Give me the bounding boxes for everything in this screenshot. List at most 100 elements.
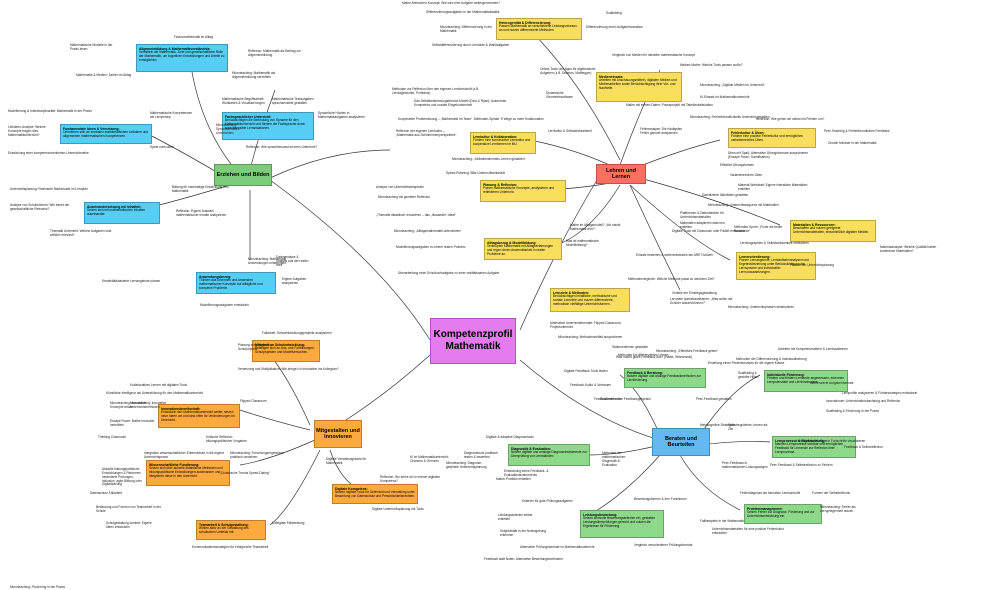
topic-label[interactable]: Peer-Feedback & Selbstreflexion zu Fehle… bbox=[770, 463, 833, 467]
topic-label[interactable]: Reflexion der eigenen Lernkultur – „Math… bbox=[396, 129, 457, 137]
card-materialien[interactable]: Materialien & Ressourcen:Beschaffen und … bbox=[790, 220, 876, 242]
topic-label[interactable]: Mathematische Kompetenzen als Lernprinzi… bbox=[150, 111, 193, 119]
topic-label[interactable]: Microteaching: „Digitale Medien im Unter… bbox=[700, 83, 765, 87]
topic-label[interactable]: Microteaching: Methodenvielfalt ausprobi… bbox=[558, 335, 623, 339]
topic-label[interactable]: Microteaching: Forschungsergebnisse prak… bbox=[230, 451, 284, 459]
topic-label[interactable]: Gamifizierte Aktivitäten gestalten bbox=[702, 193, 749, 197]
topic-label[interactable]: Entwicklung einer kompetenzorientierten … bbox=[8, 151, 89, 155]
topic-label[interactable]: Das Selbstbestimmungstheorie-Modell (Dec… bbox=[414, 99, 508, 107]
topic-label[interactable]: Kriterien für gute Prüfungsaufgaben bbox=[522, 499, 573, 503]
topic-label[interactable]: Microteaching: Innovative Unterrichtsmet… bbox=[130, 401, 167, 409]
topic-label[interactable]: Fallarbeit: Schulentwicklungsprojekte an… bbox=[262, 331, 332, 335]
topic-label[interactable]: Dynamische Geometriesoftware bbox=[546, 91, 573, 99]
topic-label[interactable]: Reflexion: Eigene Auswahl mathematischer… bbox=[176, 209, 227, 217]
topic-label[interactable]: Vernetzung und Multiplikation: Wie bring… bbox=[238, 367, 339, 371]
topic-label[interactable]: Analyse von Unterrichtsbeispielen bbox=[376, 185, 425, 189]
topic-label[interactable]: Speed-Planning: Blitz-Unterrichtsentwürf… bbox=[446, 171, 506, 175]
card-fundamentale-ideen[interactable]: Fundamentale Ideen & Vernetzung:Orientie… bbox=[60, 124, 152, 144]
card-anwendungsbezug[interactable]: Anwendungsbezug:Thinken das Erkennen und… bbox=[196, 272, 276, 294]
topic-label[interactable]: Microteaching: Mathematik Anwendungen un… bbox=[248, 257, 287, 265]
topic-label[interactable]: Variantenreiches Üben bbox=[730, 173, 763, 177]
topic-label[interactable]: „Thematik didaktisch reduzieren – das „I… bbox=[376, 213, 456, 217]
topic-label[interactable]: Bedeutung und Formen von Teamarbeit in d… bbox=[96, 505, 161, 513]
topic-label[interactable]: Microteaching mit gezielter Reflexion bbox=[378, 195, 431, 199]
topic-label[interactable]: Metakognitive Strategien bbox=[700, 423, 736, 427]
topic-label[interactable]: Digitale Tools mit Classroom oder Padlet… bbox=[672, 229, 746, 233]
topic-label[interactable]: Mathematik & Medien: Zahlen im Alltag bbox=[76, 73, 132, 77]
topic-label[interactable]: Kollaboratives Lernen mit digitalen Tool… bbox=[130, 383, 187, 387]
topic-label[interactable]: Entwicklung eines Feedback- & Evaluation… bbox=[504, 469, 549, 477]
topic-label[interactable]: Stationenlernen gestalten bbox=[612, 345, 649, 349]
topic-label[interactable]: Plattformen & Datenbanken für Unterricht… bbox=[680, 211, 724, 219]
topic-label[interactable]: Microteaching: „Effektives Feedback gebe… bbox=[656, 349, 719, 353]
node-beraten-und-beurteilen[interactable]: Beraten und Beurteilen bbox=[652, 428, 710, 456]
card-innovationsbereitschaft[interactable]: Innovationsbereitschaft:Entwickeln den M… bbox=[158, 404, 240, 428]
topic-label[interactable]: Kritische Reflexion bildungspolitischer … bbox=[206, 435, 247, 443]
topic-label[interactable]: Mathe-Portfolio erstellen bbox=[496, 477, 531, 481]
card-auseinandersetzung[interactable]: Auseinandersetzung mit Inhalten:Setzen s… bbox=[84, 202, 160, 224]
card-problemmanagement[interactable]: Problemmanagement:Setzen Fehler zur Diag… bbox=[744, 504, 822, 524]
topic-label[interactable]: Methoden-Spirale: 5 Wege zu mehr Kollabo… bbox=[474, 117, 544, 121]
topic-label[interactable]: Methodenvergleich: Welche Methode passt … bbox=[628, 277, 715, 281]
topic-label[interactable]: Schülerinnen im Feedbackgespräch bbox=[600, 397, 651, 401]
topic-label[interactable]: Finanzmathematik im Alltag bbox=[174, 35, 213, 39]
topic-label[interactable]: Sprachliche Hürden in Mathematikaufgaben… bbox=[318, 111, 365, 119]
topic-label[interactable]: Modellierungsaufgaben entwickeln bbox=[200, 303, 249, 307]
node-lehren-und-lernen[interactable]: Lehren und Lernen bbox=[596, 164, 646, 184]
topic-label[interactable]: Formen der Selbstreflexion bbox=[812, 491, 851, 495]
topic-label[interactable]: Üben mit Spaß: Alternative Übungsformate… bbox=[728, 151, 809, 159]
topic-label[interactable]: Eigene Aufgaben analysieren bbox=[282, 277, 307, 285]
topic-label[interactable]: Reflexion: Wo stehe ich in meiner digita… bbox=[380, 475, 441, 483]
topic-label[interactable]: Growth Mindset in der Mathematik bbox=[828, 141, 877, 145]
topic-label[interactable]: Microteaching: „Alltagsmathematik unterr… bbox=[394, 229, 462, 233]
card-lernziele-methoden[interactable]: Lernziele & Methoden:Berücksichtigen Inh… bbox=[550, 288, 630, 312]
topic-label[interactable]: Microteaching: Mathematik als Allgemeinb… bbox=[232, 71, 276, 79]
topic-label[interactable]: Thinking Classroom bbox=[98, 435, 127, 439]
topic-label[interactable]: Reflexion: Wie sprachbewusst ist mein Un… bbox=[246, 145, 318, 149]
topic-label[interactable]: Modellierung & Interdisziplinarität: Mat… bbox=[8, 109, 92, 113]
topic-label[interactable]: Mikroteaching: Fehler als Lerngelegenhei… bbox=[820, 505, 856, 513]
topic-label[interactable]: Mathe im Alltagsmodell? „Wo steckt Mathe… bbox=[570, 223, 621, 231]
card-medieneinsatz[interactable]: Medieneinsatz:Arbeiten mit Anschauungsmi… bbox=[596, 72, 682, 102]
topic-label[interactable]: Mathematische Modelle in der Praxis lese… bbox=[70, 43, 113, 51]
topic-label[interactable]: Peer-Feedback gestalten bbox=[696, 397, 732, 401]
topic-label[interactable]: Leistungskriterien selbst erstellen bbox=[498, 513, 533, 521]
topic-label[interactable]: Methoden der mathematischen Diagnostik &… bbox=[602, 451, 626, 467]
topic-label[interactable]: Digitale Unterrichtsplanung mit Tools bbox=[372, 507, 424, 511]
topic-label[interactable]: Vergleich von Medien für dieselbe mathem… bbox=[612, 53, 695, 57]
card-lernkultur[interactable]: Lernkultur & Kollaboration:Fördern eine … bbox=[470, 132, 536, 154]
topic-label[interactable]: Feedback & Selbstreflexion bbox=[844, 445, 883, 449]
topic-label[interactable]: Materialien adaptieren statt neu erstell… bbox=[680, 221, 725, 229]
topic-label[interactable]: Differenzierung durch Aufgabenvariation bbox=[586, 25, 643, 29]
topic-label[interactable]: Kreativitätsbasierte Lernangebote planen bbox=[102, 279, 161, 283]
card-planung-reflexion[interactable]: Planung & Reflexion:Planen mathematische… bbox=[480, 180, 566, 202]
card-alltagsbezug[interactable]: Alltagsbezug & Modellbildung:Verknüpfen … bbox=[484, 238, 562, 260]
card-heterogenitaet[interactable]: Heterogenität & Differenzierung:Passen M… bbox=[496, 18, 582, 40]
topic-label[interactable]: Bildung für nachhaltige Entwicklung und … bbox=[172, 185, 229, 193]
topic-label[interactable]: Material-Werkstatt: Eigene interaktive M… bbox=[738, 183, 808, 191]
card-leistungsbewertung[interactable]: Leistungsbewertung:Setzen sinnvolle Bewe… bbox=[580, 510, 664, 538]
topic-label[interactable]: Kollegiale Fallberatung bbox=[272, 521, 305, 525]
topic-label[interactable]: Reflexion: Mathematik als Beitrag zur Al… bbox=[248, 49, 301, 57]
card-wissenschaftliche-fundierung[interactable]: Wissenschaftliche Fundierung:Setzen sich… bbox=[146, 460, 230, 486]
topic-label[interactable]: Arbeiten mit Kompetenzrastern & Lernbaus… bbox=[778, 347, 848, 351]
topic-label[interactable]: Modellierungsaufgaben zu einem realen Pr… bbox=[396, 245, 466, 249]
node-mitgestalten-und-innovieren[interactable]: Mitgestalten und Innovieren bbox=[314, 420, 362, 448]
topic-label[interactable]: Digitale & adaptive Diagnosetools bbox=[486, 435, 534, 439]
topic-label[interactable]: Lernbiographien & Selbstwirksamkeit refl… bbox=[740, 241, 810, 245]
topic-label[interactable]: Bewertungsformen & ihre Funktionen bbox=[634, 497, 687, 501]
topic-label[interactable]: Datenschutz-Fallarbeit bbox=[90, 491, 122, 495]
topic-label[interactable]: differenzierte Aufgabenformate bbox=[810, 381, 854, 385]
card-feedback-beratung[interactable]: Feedback & Beratung:Nutzen digitale und … bbox=[624, 368, 706, 388]
card-allgemeinbildung[interactable]: Allgemeinbildung & Mathematikverständnis… bbox=[136, 44, 228, 72]
topic-label[interactable]: Microteaching: Sprachsensibles Unterrich… bbox=[216, 123, 240, 135]
topic-label[interactable]: Scaffolding & gestufte Hilfen bbox=[738, 371, 759, 379]
topic-label[interactable]: Microteaching: „Selbstbestimmtes Lernen … bbox=[452, 157, 526, 161]
topic-label[interactable]: Selbstreguliertes Lernen als Ziel bbox=[728, 423, 768, 431]
topic-label[interactable]: Online-Tools und Apps für algebraische A… bbox=[540, 67, 596, 75]
topic-label[interactable]: Was ist mathematische Modellbildung? bbox=[566, 239, 599, 247]
topic-label[interactable]: Mathematische Textaufgaben sprachsensibe… bbox=[272, 97, 314, 105]
topic-label[interactable]: Lernziele operationalisieren: „Was solle… bbox=[670, 297, 733, 305]
topic-label[interactable]: Vorteile der Einstiegsgestaltung bbox=[672, 291, 717, 295]
card-individuelle-foerderung[interactable]: Individuelle Förderung:Fördern und förde… bbox=[764, 370, 848, 392]
